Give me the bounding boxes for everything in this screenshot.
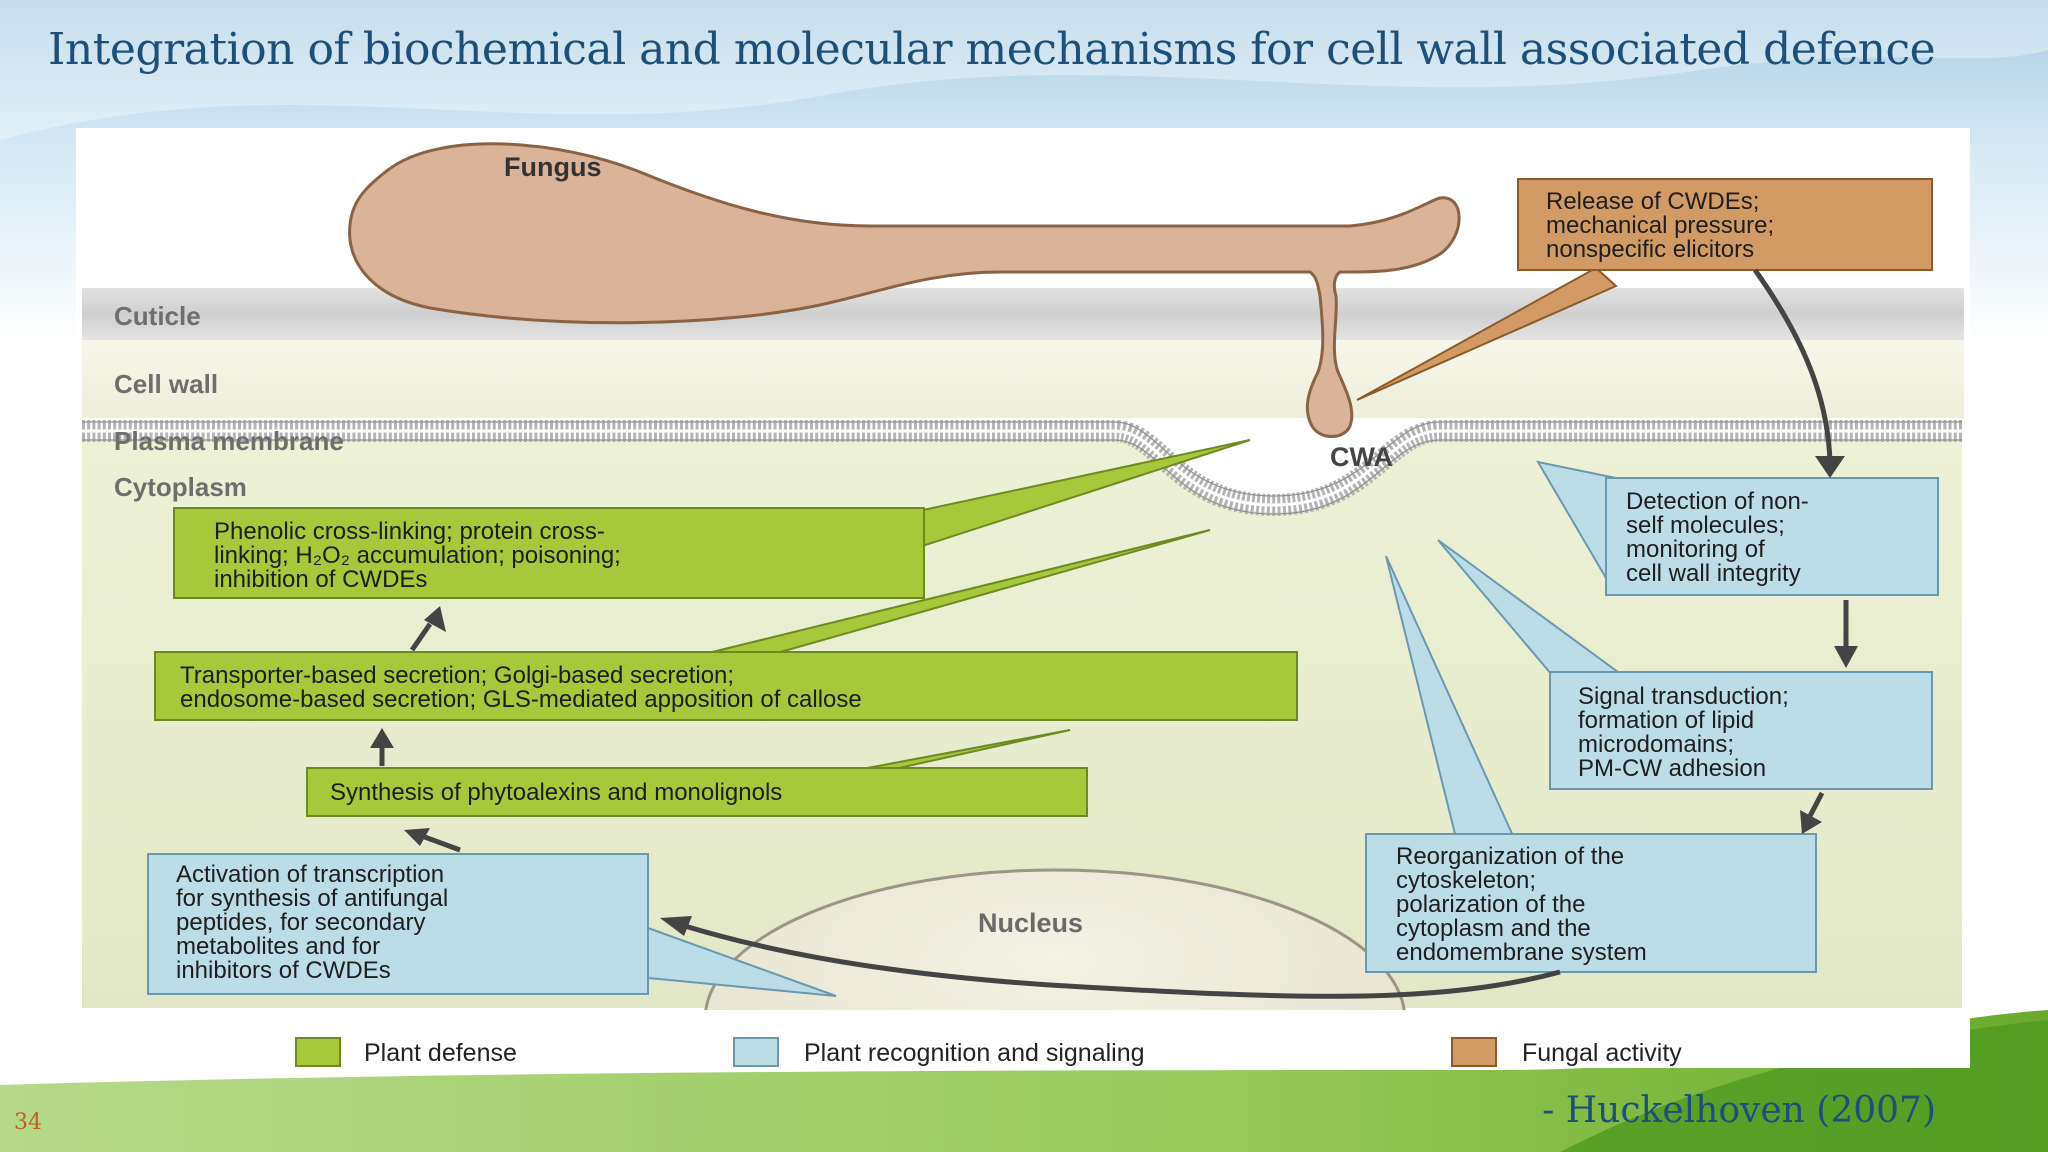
nucleus-label: Nucleus xyxy=(978,908,1083,938)
nucleus xyxy=(704,868,1406,1010)
arrowhead-transport xyxy=(370,728,394,748)
synthesis-line-1: Synthesis of phytoalexins and monolignol… xyxy=(330,779,782,806)
cell-wall-layer xyxy=(82,340,1964,418)
release-line-2: mechanical pressure; xyxy=(1546,212,1774,239)
signal-line-4: PM-CW adhesion xyxy=(1578,755,1766,782)
fungus-shape xyxy=(348,142,1461,438)
signal-text: Signal transduction; formation of lipid … xyxy=(1578,683,1795,782)
activation-line-5: inhibitors of CWDEs xyxy=(176,957,391,984)
activation-line-2: for synthesis of antifungal xyxy=(176,885,448,912)
arrow-signal-to-reorganization xyxy=(1807,791,1825,818)
arrowheads xyxy=(370,456,1858,936)
reorganization-line-3: polarization of the xyxy=(1396,891,1585,918)
grass-hill xyxy=(0,1010,2048,1152)
arrow-activation-to-synthesis xyxy=(421,833,461,853)
cuticle-label: Cuticle xyxy=(114,301,201,331)
arrowhead-activation xyxy=(660,916,692,936)
phenolic-line-2: linking; H₂O₂ accumulation; poisoning; xyxy=(214,542,621,569)
box-release xyxy=(1517,178,1933,271)
legend-swatch-fungal xyxy=(1451,1037,1497,1067)
signal-line-3: microdomains; xyxy=(1578,731,1734,758)
legend-swatch-defense xyxy=(295,1037,341,1067)
release-line-1: Release of CWDEs; xyxy=(1546,188,1759,215)
signal-line-2: formation of lipid xyxy=(1578,707,1754,734)
release-text: Release of CWDEs; mechanical pressure; n… xyxy=(1546,188,1781,263)
detection-line-2: self molecules; xyxy=(1626,512,1785,539)
transport-line-1: Transporter-based secretion; Golgi-based… xyxy=(180,662,734,689)
legend: Plant defense Plant recognition and sign… xyxy=(295,1037,1682,1067)
activation-text: Activation of transcription for synthesi… xyxy=(176,861,455,984)
activation-line-4: metabolites and for xyxy=(176,933,380,960)
cell-wall-label: Cell wall xyxy=(114,369,218,399)
detection-text: Detection of non- self molecules; monito… xyxy=(1626,488,1815,587)
slide-title: Integration of biochemical and molecular… xyxy=(48,24,1936,75)
box-reorganization xyxy=(1365,833,1817,973)
detection-line-3: monitoring of xyxy=(1626,536,1765,563)
detection-line-1: Detection of non- xyxy=(1626,488,1809,515)
slide-number: 34 xyxy=(14,1110,42,1135)
detection-line-4: cell wall integrity xyxy=(1626,560,1801,587)
reorganization-text: Reorganization of the cytoskeleton; pola… xyxy=(1396,843,1647,966)
cwa-label: CWA xyxy=(1330,442,1393,472)
arrowhead-reorganization xyxy=(1800,810,1822,834)
transport-line-2: endosome-based secretion; GLS-mediated a… xyxy=(180,686,862,713)
arrowhead-detection xyxy=(1815,456,1845,478)
cytoplasm-label: Cytoplasm xyxy=(114,472,247,502)
callout-release xyxy=(1356,266,1618,401)
box-signal xyxy=(1549,671,1933,790)
arrowhead-signal xyxy=(1834,646,1858,668)
transport-text: Transporter-based secretion; Golgi-based… xyxy=(180,662,862,713)
box-phenolic xyxy=(173,507,925,599)
arrow-release-to-detection xyxy=(1752,268,1833,463)
arrowhead-synthesis xyxy=(404,828,430,846)
activation-line-3: peptides, for secondary xyxy=(176,909,425,936)
phenolic-line-3: inhibition of CWDEs xyxy=(214,566,427,593)
synthesis-text: Synthesis of phytoalexins and monolignol… xyxy=(330,779,782,806)
arrowhead-phenolic xyxy=(424,606,446,632)
reorganization-line-1: Reorganization of the xyxy=(1396,843,1624,870)
fungus-label: Fungus xyxy=(504,152,601,182)
plasma-membrane xyxy=(82,420,1962,517)
box-transport xyxy=(154,651,1298,721)
box-detection xyxy=(1605,477,1939,596)
arrow-reorganization-to-activation xyxy=(684,923,1561,999)
release-line-3: nonspecific elicitors xyxy=(1546,236,1754,263)
citation: - Huckelhoven (2007) xyxy=(1542,1090,1936,1131)
cuticle-layer xyxy=(82,288,1964,340)
box-synthesis xyxy=(306,767,1088,817)
reorganization-line-2: cytoskeleton; xyxy=(1396,867,1536,894)
box-activation xyxy=(147,853,649,995)
activation-line-1: Activation of transcription xyxy=(176,861,444,888)
sky-cloud xyxy=(0,0,2048,140)
arrows xyxy=(379,268,1849,999)
arrow-transport-to-phenolic xyxy=(409,622,433,652)
legend-label-fungal: Fungal activity xyxy=(1522,1039,1682,1067)
reorganization-line-4: cytoplasm and the xyxy=(1396,915,1591,942)
signal-line-1: Signal transduction; xyxy=(1578,683,1789,710)
plasma-membrane-label: Plasma membrane xyxy=(114,426,344,456)
phenolic-line-1: Phenolic cross-linking; protein cross- xyxy=(214,518,605,545)
phenolic-text: Phenolic cross-linking; protein cross- l… xyxy=(214,518,628,593)
legend-label-defense: Plant defense xyxy=(364,1039,517,1067)
legend-label-recognition: Plant recognition and signaling xyxy=(804,1039,1145,1067)
reorganization-line-5: endomembrane system xyxy=(1396,939,1647,966)
legend-swatch-recognition xyxy=(733,1037,779,1067)
